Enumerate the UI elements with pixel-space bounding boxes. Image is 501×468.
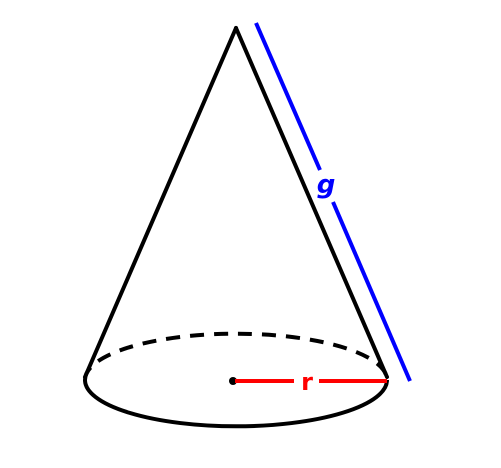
- radius-label: r: [301, 368, 313, 396]
- slant-height-label: g: [317, 170, 336, 200]
- cone-right-side: [234, 26, 389, 379]
- cone-left-side: [83, 26, 238, 379]
- cone-base-back-arc: [83, 331, 389, 381]
- slant-height-line-upper: [254, 22, 322, 171]
- slant-height-line-lower: [331, 201, 412, 382]
- cone-base-front-arc: [83, 379, 389, 429]
